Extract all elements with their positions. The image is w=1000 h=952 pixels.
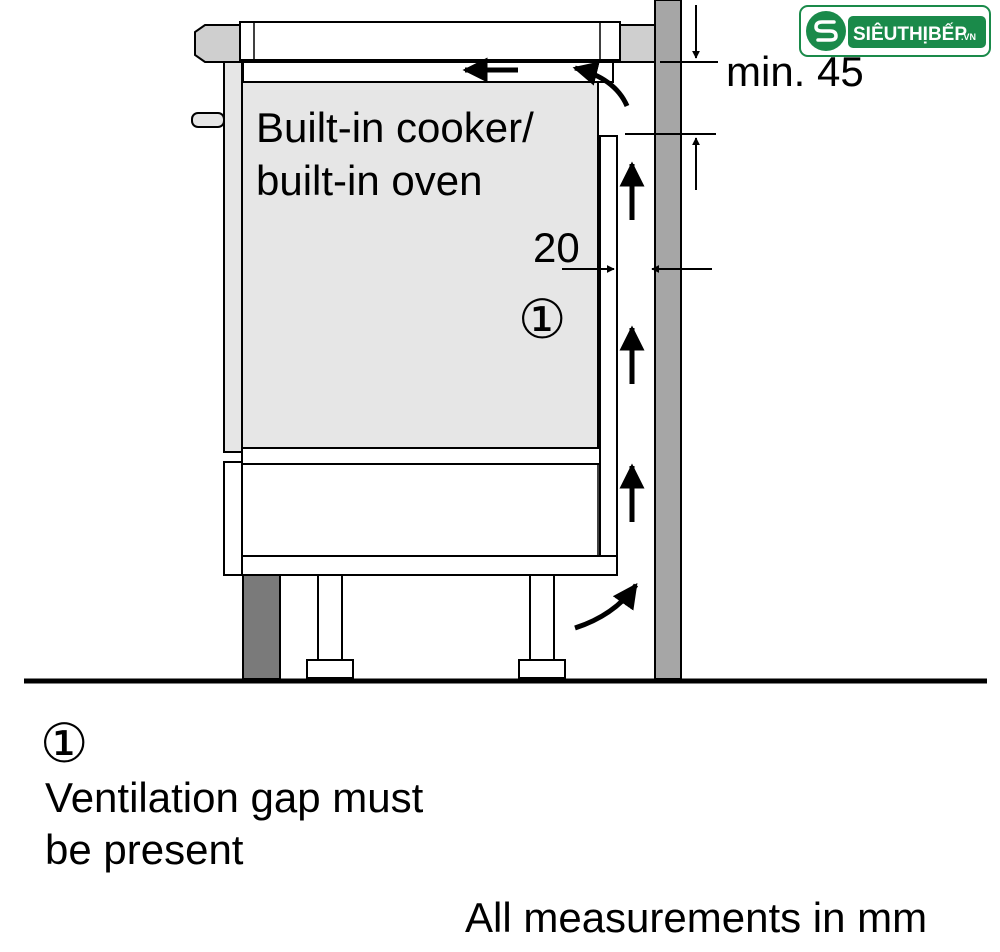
airflow-arrows	[462, 57, 645, 631]
oven-handle	[191, 112, 225, 128]
hob-glass	[239, 21, 621, 61]
wall	[654, 0, 682, 680]
airflow-bottom-curve	[574, 582, 639, 631]
hob-underside	[242, 61, 614, 83]
ventilation-marker: ①	[518, 290, 566, 350]
cabinet-rear-panel	[599, 135, 618, 560]
cooker-label-line2: built-in oven	[256, 157, 482, 204]
cabinet-lower-side	[223, 461, 243, 576]
units-note: All measurements in mm	[465, 894, 927, 941]
legend-line2: be present	[45, 826, 244, 873]
drawer	[241, 463, 601, 557]
dimension-20-label: 20	[533, 224, 580, 271]
cabinet-side-panel	[223, 61, 243, 453]
cabinet-foot-right	[518, 574, 566, 679]
drawer-shelf	[241, 447, 601, 465]
brand-logo: SIÊUTHỊBẾP .VN	[799, 5, 991, 57]
legend-marker: ①	[40, 714, 88, 774]
oven-body	[241, 81, 599, 449]
logo-s-icon	[806, 11, 846, 51]
legend-line1: Ventilation gap must	[45, 774, 424, 821]
plinth	[242, 574, 281, 680]
cooker-label-line1: Built-in cooker/	[256, 104, 534, 151]
cabinet-foot-left	[306, 574, 354, 679]
logo-domain-text: .VN	[961, 32, 976, 42]
logo-brand-text: SIÊUTHỊBẾP	[853, 23, 967, 45]
airflow-top-curve	[572, 61, 630, 108]
cabinet-base	[241, 555, 618, 576]
dimension-min45	[625, 5, 718, 190]
